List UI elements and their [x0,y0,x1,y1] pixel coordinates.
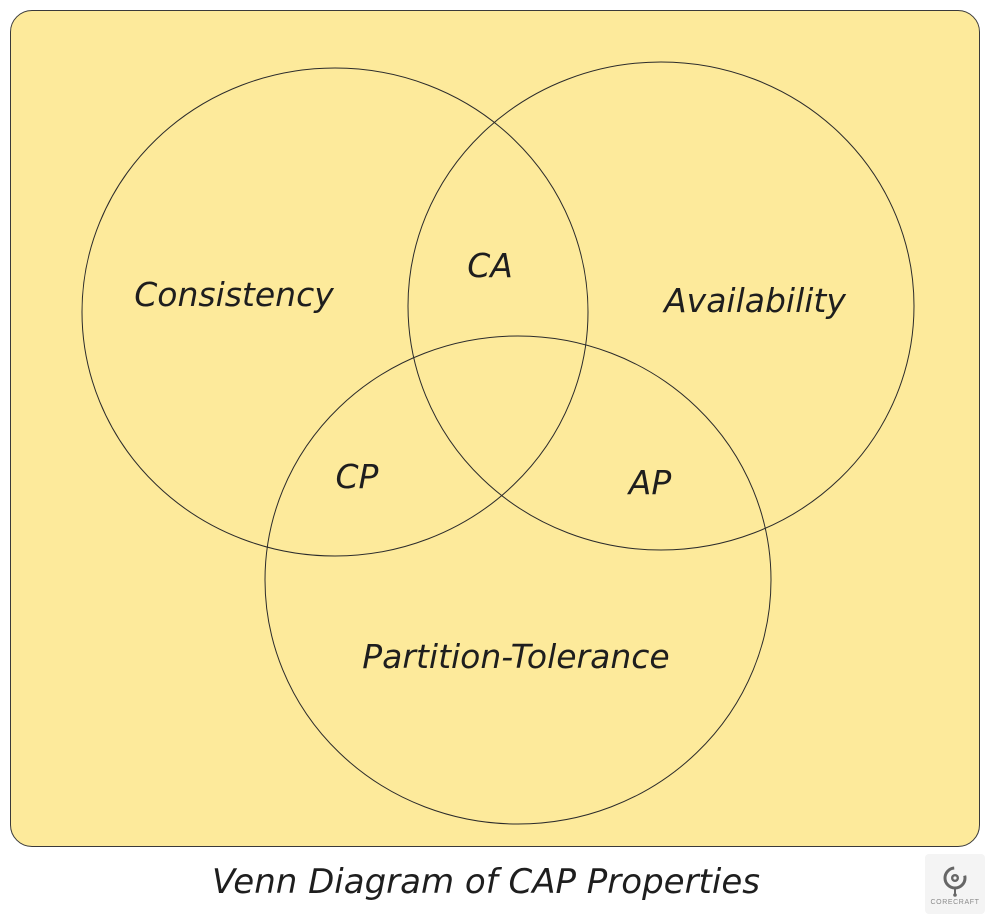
partition-tolerance-circle [264,335,772,825]
consistency-circle [81,67,589,557]
partition-tolerance-label: Partition-Tolerance [362,637,669,676]
gear-lightbulb-icon [943,866,967,897]
cp-label: CP [336,457,379,496]
logo-text: CORECRAFT [930,899,980,906]
consistency-label: Consistency [134,275,334,314]
corecraft-logo: CORECRAFT [925,854,985,914]
availability-label: Availability [662,281,846,320]
availability-circle [407,61,915,551]
diagram-panel [10,10,980,847]
ca-label: CA [467,246,513,285]
diagram-caption: Venn Diagram of CAP Properties [212,862,760,902]
ap-label: AP [627,463,672,502]
